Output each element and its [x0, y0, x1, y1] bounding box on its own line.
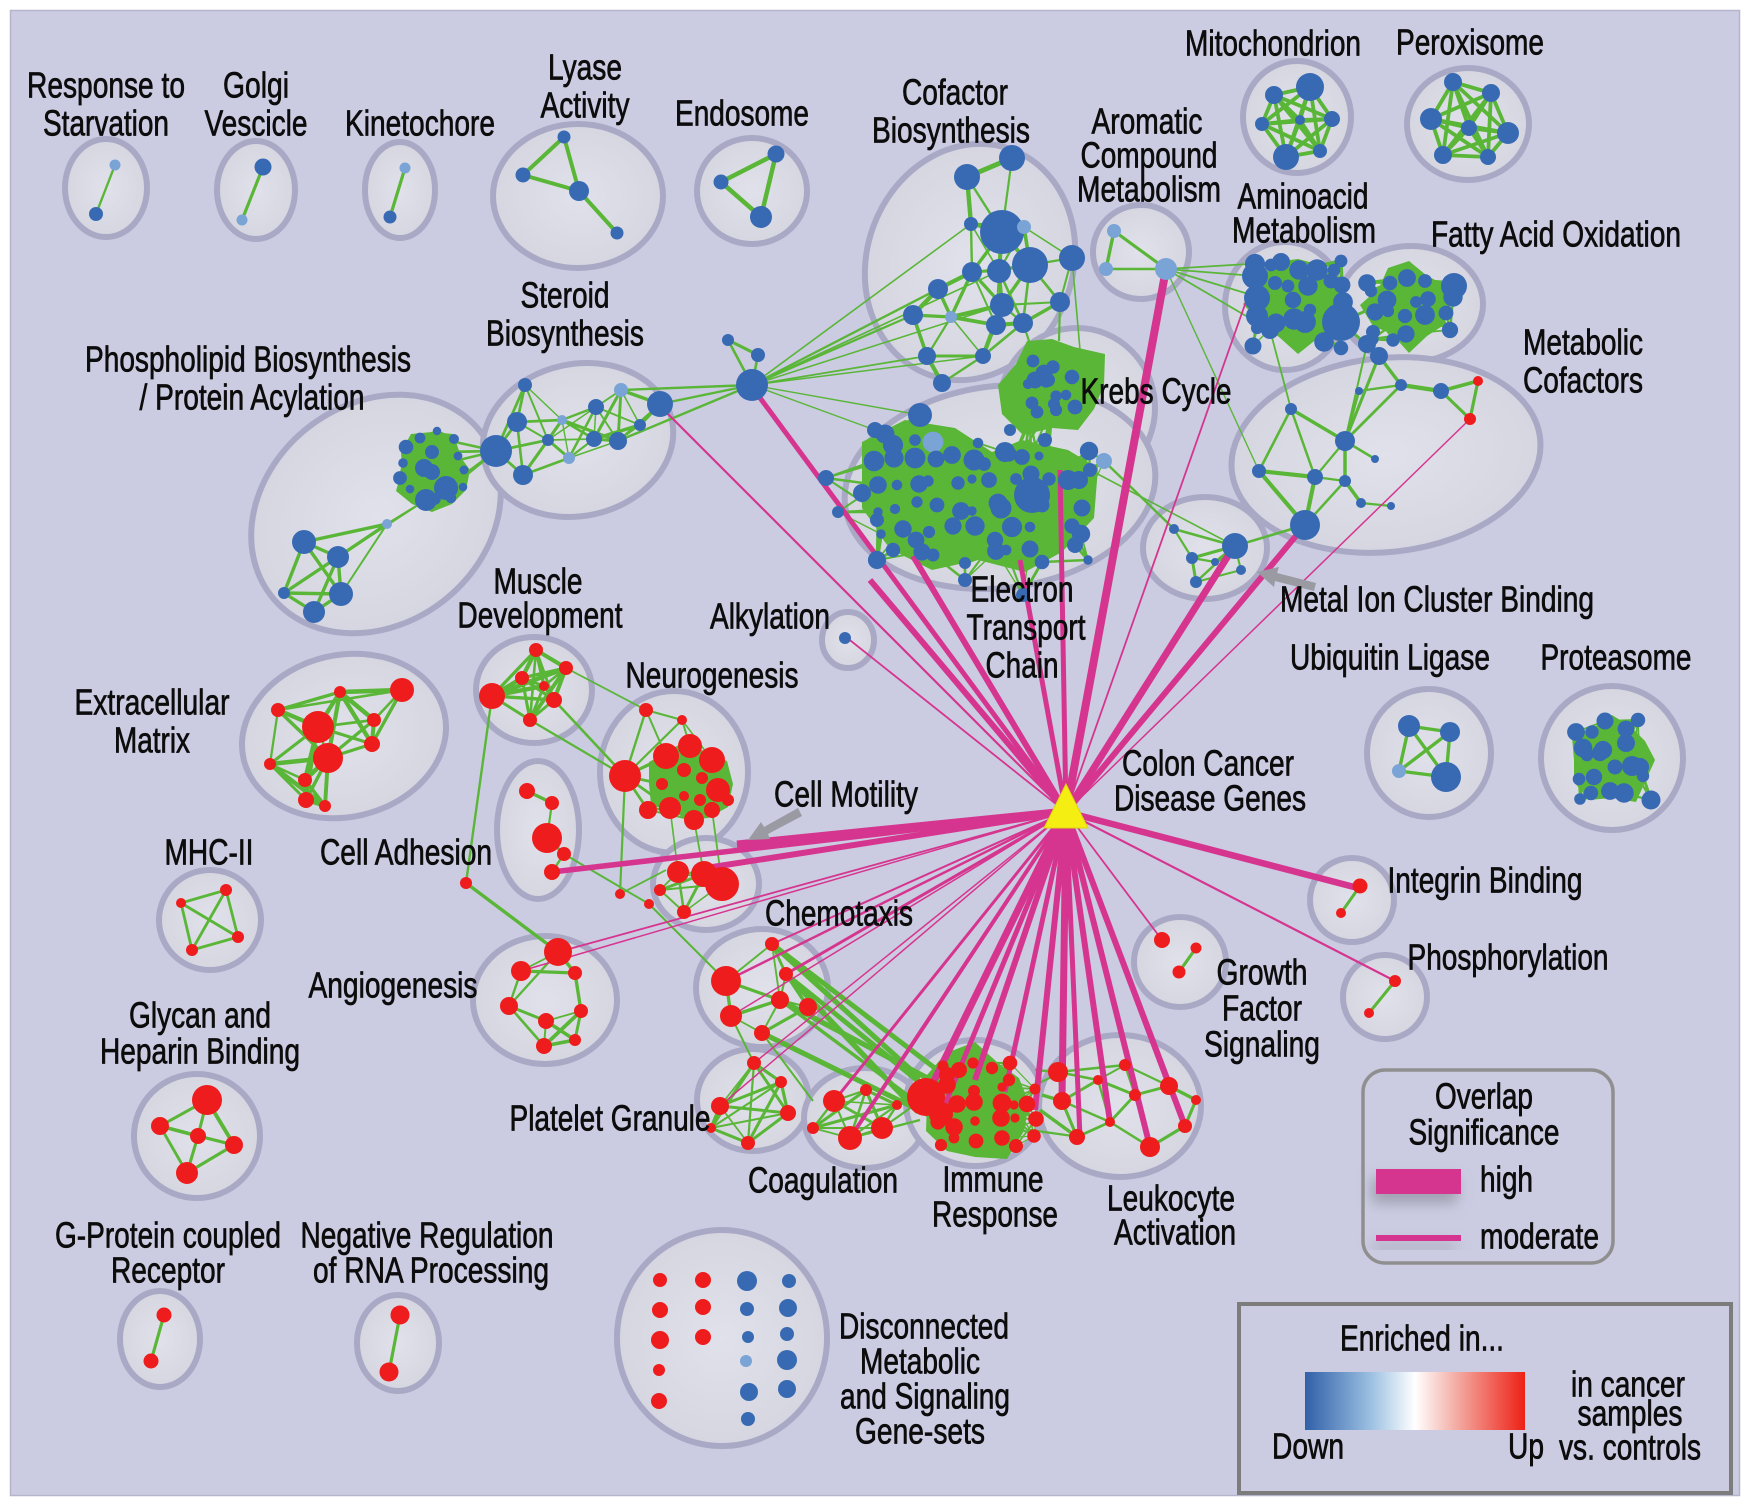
- svg-text:/ Protein Acylation: / Protein Acylation: [140, 377, 365, 418]
- svg-text:Kinetochore: Kinetochore: [345, 103, 495, 144]
- svg-text:Transport: Transport: [967, 607, 1086, 648]
- svg-text:Electron: Electron: [971, 569, 1074, 610]
- svg-text:Angiogenesis: Angiogenesis: [309, 965, 478, 1006]
- svg-text:Aromatic: Aromatic: [1092, 101, 1203, 142]
- svg-text:Proteasome: Proteasome: [1541, 637, 1692, 678]
- svg-text:Ubiquitin Ligase: Ubiquitin Ligase: [1290, 637, 1490, 678]
- svg-text:Chemotaxis: Chemotaxis: [765, 893, 913, 934]
- svg-text:Colon Cancer: Colon Cancer: [1122, 743, 1294, 784]
- svg-text:Response to: Response to: [27, 65, 185, 106]
- svg-text:Biosynthesis: Biosynthesis: [872, 110, 1030, 151]
- svg-text:in cancer: in cancer: [1571, 1364, 1685, 1405]
- svg-text:Cell Adhesion: Cell Adhesion: [320, 832, 492, 873]
- svg-text:Disconnected: Disconnected: [839, 1306, 1009, 1347]
- svg-text:Vescicle: Vescicle: [205, 103, 308, 144]
- svg-text:Metal Ion Cluster Binding: Metal Ion Cluster Binding: [1280, 579, 1594, 620]
- svg-text:Activity: Activity: [541, 85, 630, 126]
- svg-text:Disease Genes: Disease Genes: [1114, 778, 1306, 819]
- svg-text:Starvation: Starvation: [43, 103, 169, 144]
- svg-text:Peroxisome: Peroxisome: [1396, 22, 1544, 63]
- svg-text:Metabolic: Metabolic: [860, 1341, 980, 1382]
- svg-text:of RNA Processing: of RNA Processing: [313, 1250, 549, 1291]
- svg-text:Cell Motility: Cell Motility: [774, 774, 918, 815]
- svg-text:Phosphorylation: Phosphorylation: [1408, 937, 1609, 978]
- svg-text:Overlap: Overlap: [1435, 1076, 1533, 1117]
- svg-text:Endosome: Endosome: [675, 93, 809, 134]
- svg-text:Metabolism: Metabolism: [1232, 210, 1376, 251]
- svg-text:G-Protein coupled: G-Protein coupled: [55, 1215, 281, 1256]
- svg-text:Alkylation: Alkylation: [710, 596, 830, 637]
- svg-text:Phospholipid Biosynthesis: Phospholipid Biosynthesis: [85, 339, 411, 380]
- svg-text:Integrin Binding: Integrin Binding: [1388, 860, 1583, 901]
- svg-text:Signaling: Signaling: [1204, 1024, 1320, 1065]
- svg-text:Receptor: Receptor: [111, 1250, 225, 1291]
- svg-text:Metabolism: Metabolism: [1077, 169, 1221, 210]
- svg-text:Lyase: Lyase: [548, 47, 622, 88]
- svg-text:Metabolic: Metabolic: [1523, 322, 1643, 363]
- svg-text:MHC-II: MHC-II: [165, 832, 254, 873]
- svg-text:Cofactors: Cofactors: [1523, 360, 1643, 401]
- svg-text:Leukocyte: Leukocyte: [1107, 1178, 1235, 1219]
- svg-text:Growth: Growth: [1217, 952, 1308, 993]
- svg-text:Golgi: Golgi: [223, 65, 289, 106]
- svg-text:Platelet Granule: Platelet Granule: [510, 1098, 711, 1139]
- svg-text:Negative Regulation: Negative Regulation: [301, 1215, 554, 1256]
- svg-text:and Signaling: and Signaling: [840, 1376, 1010, 1417]
- svg-text:Fatty Acid Oxidation: Fatty Acid Oxidation: [1431, 214, 1681, 255]
- svg-text:Extracellular: Extracellular: [75, 682, 230, 723]
- svg-text:Down: Down: [1272, 1426, 1344, 1467]
- svg-text:Immune: Immune: [943, 1159, 1044, 1200]
- svg-text:Significance: Significance: [1409, 1112, 1560, 1153]
- svg-text:Coagulation: Coagulation: [748, 1160, 898, 1201]
- svg-text:Muscle: Muscle: [494, 561, 583, 602]
- svg-text:Biosynthesis: Biosynthesis: [486, 313, 644, 354]
- svg-text:Chain: Chain: [986, 645, 1059, 686]
- svg-text:Factor: Factor: [1222, 988, 1302, 1029]
- svg-text:Steroid: Steroid: [521, 275, 610, 316]
- svg-text:Matrix: Matrix: [114, 720, 190, 761]
- svg-text:Enriched in...: Enriched in...: [1340, 1318, 1504, 1359]
- svg-text:Response: Response: [932, 1194, 1058, 1235]
- svg-text:Krebs Cycle: Krebs Cycle: [1081, 371, 1232, 412]
- svg-text:high: high: [1480, 1159, 1533, 1200]
- svg-text:samples: samples: [1578, 1393, 1683, 1434]
- svg-text:Compound: Compound: [1081, 135, 1218, 176]
- svg-text:vs. controls: vs. controls: [1559, 1427, 1701, 1468]
- svg-text:moderate: moderate: [1480, 1216, 1599, 1257]
- svg-text:Cofactor: Cofactor: [902, 72, 1008, 113]
- svg-text:Mitochondrion: Mitochondrion: [1185, 23, 1361, 64]
- svg-text:Heparin Binding: Heparin Binding: [100, 1031, 300, 1072]
- svg-text:Glycan and: Glycan and: [129, 995, 271, 1036]
- svg-text:Development: Development: [458, 595, 623, 636]
- svg-text:Gene-sets: Gene-sets: [855, 1411, 985, 1452]
- svg-text:Up: Up: [1508, 1426, 1544, 1467]
- svg-text:Aminoacid: Aminoacid: [1238, 176, 1369, 217]
- svg-text:Activation: Activation: [1114, 1212, 1236, 1253]
- svg-text:Neurogenesis: Neurogenesis: [626, 655, 799, 696]
